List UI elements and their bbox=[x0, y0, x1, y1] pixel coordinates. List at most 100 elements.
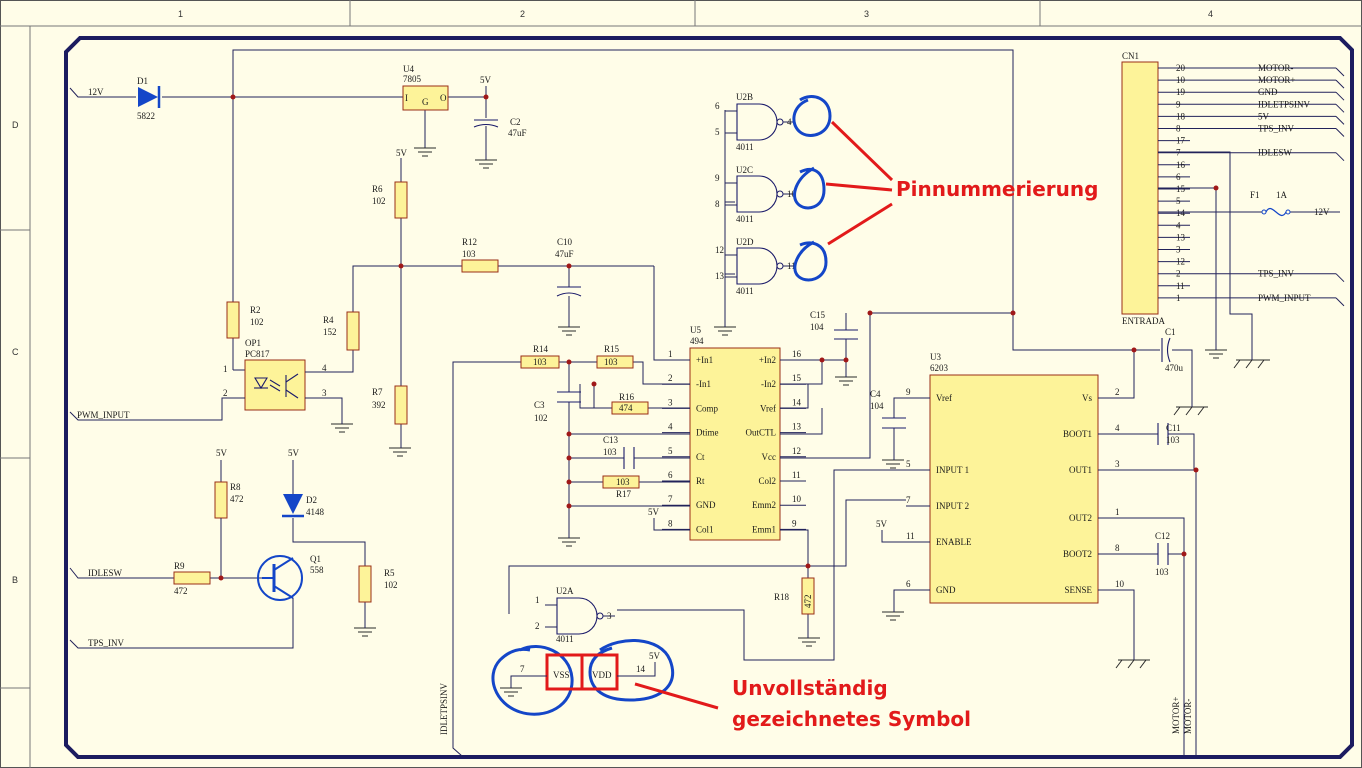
u5-value: 494 bbox=[690, 336, 704, 346]
cn1-net-label: IDLESW bbox=[1258, 148, 1292, 158]
vdd-pin: 14 bbox=[636, 664, 646, 674]
diode-d2 bbox=[282, 494, 304, 518]
c3-value: 102 bbox=[534, 413, 548, 423]
net-5v-r6: 5V bbox=[396, 148, 408, 158]
wires-op1 bbox=[69, 371, 343, 424]
u3-pin-label: INPUT 2 bbox=[936, 501, 969, 511]
gate-pin-number: 4 bbox=[787, 117, 792, 127]
cn1-pin-number: 7 bbox=[1176, 148, 1181, 158]
resistor-r5 bbox=[358, 565, 372, 603]
grid-row-b: B bbox=[12, 575, 18, 585]
u5-pin-label: +In1 bbox=[696, 355, 713, 365]
u5-pin-number: 9 bbox=[792, 518, 797, 528]
r2-value: 102 bbox=[250, 317, 264, 327]
wires-divider bbox=[328, 158, 690, 448]
u3-pin-number: 6 bbox=[906, 579, 911, 589]
u5-pin-label: Vcc bbox=[762, 452, 777, 462]
cn1-net-label: TPS_INV bbox=[1258, 269, 1295, 279]
u3-pin-number: 7 bbox=[906, 495, 911, 505]
r5-value: 102 bbox=[384, 580, 398, 590]
u5-pin-number: 10 bbox=[792, 494, 802, 504]
cn1-net-label: MOTOR- bbox=[1258, 63, 1293, 73]
u3-pin-label: ENABLE bbox=[936, 537, 972, 547]
q1-ref: Q1 bbox=[310, 554, 321, 564]
cn1-pin-number: 13 bbox=[1176, 232, 1186, 242]
r4-ref: R4 bbox=[323, 315, 334, 325]
wires-q1 bbox=[69, 460, 366, 649]
gate-pin-number: 8 bbox=[715, 199, 720, 209]
cn1-pin-number: 15 bbox=[1176, 184, 1186, 194]
capacitor-c3 bbox=[557, 391, 581, 403]
c1-ref: C1 bbox=[1165, 327, 1176, 337]
cn1-net-line bbox=[1335, 152, 1345, 162]
op1-value: PC817 bbox=[245, 349, 270, 359]
gate-pin-number: 11 bbox=[787, 261, 796, 271]
cn1-pin-number: 1 bbox=[1176, 293, 1181, 303]
op1-ref: OP1 bbox=[245, 338, 261, 348]
q1-value: 558 bbox=[310, 565, 324, 575]
c13-ref: C13 bbox=[603, 435, 619, 445]
transistor-q1 bbox=[257, 555, 303, 601]
u5-pin-number: 16 bbox=[792, 349, 802, 359]
cn1-net-line bbox=[1335, 128, 1345, 137]
cn1-pin-number: 3 bbox=[1176, 245, 1181, 255]
u2d-value: 4011 bbox=[736, 286, 754, 296]
diode-d1 bbox=[138, 86, 161, 108]
u4-pin-i: I bbox=[405, 93, 408, 103]
u3-pin-label: SENSE bbox=[1064, 585, 1092, 595]
cn1-pin-number: 5 bbox=[1176, 196, 1181, 206]
u3-pin-label: BOOT1 bbox=[1063, 429, 1092, 439]
resistor-r7 bbox=[394, 385, 408, 425]
c10-value: 47uF bbox=[555, 249, 574, 259]
regulator-u4 bbox=[402, 85, 449, 111]
u5-pin-label: OutCTL bbox=[746, 428, 777, 438]
capacitor-c4 bbox=[882, 417, 906, 429]
u2a-value: 4011 bbox=[556, 634, 574, 644]
cn1-pin-number: 20 bbox=[1176, 63, 1186, 73]
f1-ref: F1 bbox=[1250, 190, 1260, 200]
u2b-value: 4011 bbox=[736, 142, 754, 152]
resistor-r9 bbox=[173, 571, 211, 585]
u3-pin-number: 9 bbox=[906, 387, 911, 397]
op1-pin3: 3 bbox=[322, 388, 327, 398]
net-5v-u4: 5V bbox=[480, 75, 492, 85]
r7-value: 392 bbox=[372, 400, 386, 410]
u5-pin-number: 7 bbox=[668, 494, 673, 504]
resistor-r14 bbox=[520, 355, 560, 369]
cn1-pin-number: 12 bbox=[1176, 257, 1185, 267]
net-12v-cn1: 12V bbox=[1314, 207, 1330, 217]
u5-pin-label: +In2 bbox=[759, 355, 776, 365]
r8-value: 472 bbox=[230, 494, 244, 504]
optocoupler-op1 bbox=[244, 359, 306, 411]
capacitor-c10 bbox=[556, 286, 582, 297]
grid-col-1: 1 bbox=[178, 9, 183, 19]
net-5v-vdd: 5V bbox=[649, 651, 661, 661]
cn1-net-line bbox=[1335, 91, 1345, 101]
r17-ref: R17 bbox=[616, 489, 632, 499]
capacitor-c2 bbox=[473, 119, 499, 128]
u3-pin-label: Vs bbox=[1082, 393, 1092, 403]
u5-pin-label: Vref bbox=[760, 403, 776, 413]
u2c-value: 4011 bbox=[736, 214, 754, 224]
ground-symbols bbox=[331, 147, 1270, 697]
connector-cn1 bbox=[1121, 61, 1159, 315]
op1-pin2: 2 bbox=[223, 388, 228, 398]
nand-gate-bubble bbox=[776, 262, 784, 270]
gate-pin-number: 2 bbox=[535, 621, 540, 631]
u2c-ref: U2C bbox=[736, 165, 753, 175]
c1-value: 470u bbox=[1165, 363, 1184, 373]
u5-pin-label: -In2 bbox=[761, 379, 776, 389]
grid-col-3: 3 bbox=[864, 9, 869, 19]
cn1-pin-number: 14 bbox=[1176, 208, 1186, 218]
u3-pin-number: 4 bbox=[1115, 423, 1120, 433]
gate-pin-number: 10 bbox=[787, 189, 797, 199]
net-5v-r8: 5V bbox=[216, 448, 228, 458]
nand-gate-body bbox=[736, 103, 778, 141]
ic-u5 bbox=[689, 347, 781, 541]
capacitor-c12 bbox=[1157, 543, 1169, 565]
r15-value: 103 bbox=[604, 357, 618, 367]
nand-gate-bubble bbox=[776, 190, 784, 198]
resistor-r8 bbox=[214, 481, 228, 519]
